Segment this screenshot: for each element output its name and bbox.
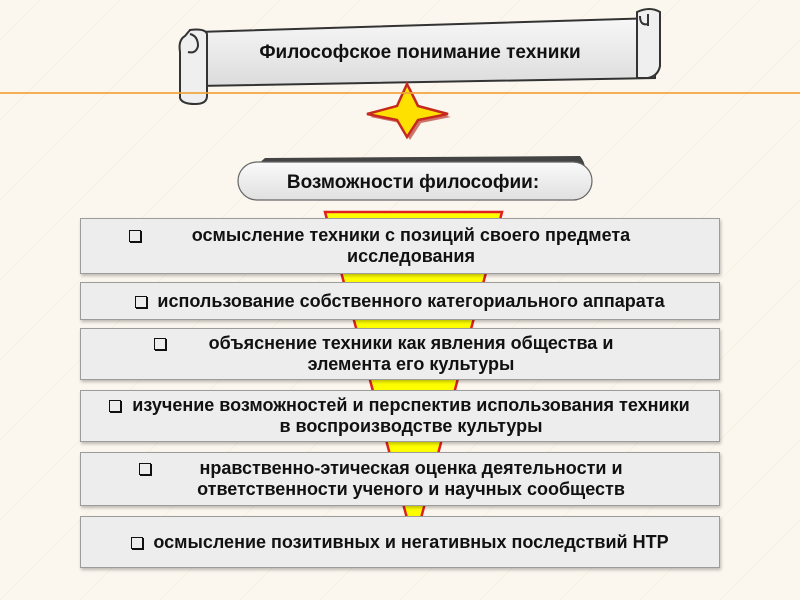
star-icon <box>366 81 451 140</box>
diagram-title: Философское понимание техники <box>259 42 581 63</box>
list-item: использование собственного категориально… <box>80 282 720 320</box>
header-divider <box>0 92 800 94</box>
checkbox-bullet-icon <box>131 536 144 549</box>
subtitle-pill <box>237 156 593 201</box>
checkbox-bullet-icon <box>135 295 148 308</box>
list-item-text: осмысление позитивных и негативных после… <box>153 531 669 552</box>
checkbox-bullet-icon <box>139 463 151 475</box>
list-item: нравственно-этическая оценка деятельност… <box>80 452 720 506</box>
title-scroll <box>178 8 661 106</box>
list-item: осмысление позитивных и негативных после… <box>80 516 720 568</box>
list-item: объяснение техники как явления общества … <box>80 328 720 380</box>
list-item-text: использование собственного категориально… <box>157 290 665 311</box>
list-item-text: объяснение техники как явления общества … <box>208 333 614 374</box>
checkbox-bullet-icon <box>109 400 121 412</box>
list-item-text: нравственно-этическая оценка деятельност… <box>197 458 625 499</box>
checkbox-bullet-icon <box>154 338 166 350</box>
diagram-subtitle: Возможности философии: <box>286 172 540 193</box>
list-item: изучение возможностей и перспектив испол… <box>80 390 720 442</box>
list-item-text: осмысление техники с позиций своего пред… <box>191 225 631 266</box>
checkbox-bullet-icon <box>129 230 141 242</box>
list-item: осмысление техники с позиций своего пред… <box>80 218 720 274</box>
list-item-text: изучение возможностей и перспектив испол… <box>132 395 690 436</box>
